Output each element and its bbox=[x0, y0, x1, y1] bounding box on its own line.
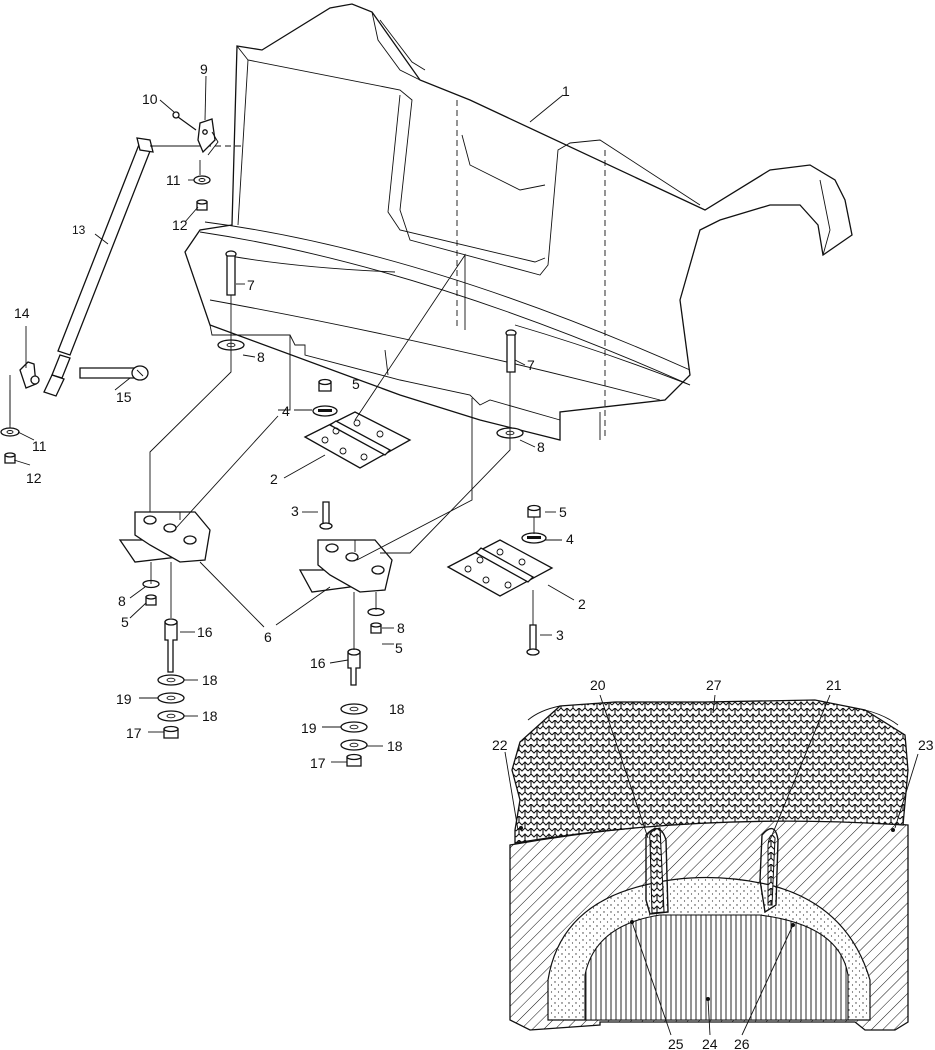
base-bracket-6-middle bbox=[298, 539, 393, 593]
callout-23: 23 bbox=[918, 737, 934, 753]
screw-10 bbox=[172, 111, 197, 131]
callout-12-top: 12 bbox=[172, 217, 188, 233]
bracket-14 bbox=[9, 361, 40, 425]
callout-18-middle-a: 18 bbox=[389, 701, 405, 717]
base-bracket-6-left bbox=[118, 511, 211, 563]
callout-24: 24 bbox=[702, 1036, 718, 1050]
callout-10: 10 bbox=[142, 91, 158, 107]
washers-18-19-middle bbox=[340, 703, 368, 751]
callout-leaders bbox=[13, 75, 575, 763]
callout-3-right: 3 bbox=[556, 627, 564, 643]
bolt-7-left bbox=[225, 250, 237, 296]
callout-8-upper-left: 8 bbox=[257, 349, 265, 365]
callout-7-left: 7 bbox=[247, 277, 255, 293]
stud-16-left bbox=[164, 618, 178, 673]
callout-7-right: 7 bbox=[527, 357, 535, 373]
callout-5-middle-low: 5 bbox=[395, 640, 403, 656]
callout-19-left: 19 bbox=[116, 691, 132, 707]
stud-16-middle bbox=[347, 648, 361, 686]
callout-20: 20 bbox=[590, 677, 606, 693]
callout-12-left: 12 bbox=[26, 470, 42, 486]
callout-18-middle-b: 18 bbox=[387, 738, 403, 754]
callout-5-right: 5 bbox=[559, 504, 567, 520]
callout-22: 22 bbox=[492, 737, 508, 753]
nut-12-top bbox=[196, 199, 208, 211]
callout-2-upper: 2 bbox=[270, 471, 278, 487]
bolt-3-middle bbox=[319, 501, 333, 530]
callout-18-left-a: 18 bbox=[202, 672, 218, 688]
bolt-7-right bbox=[505, 329, 517, 373]
nut-5-left-low bbox=[145, 594, 157, 606]
callout-18-left-b: 18 bbox=[202, 708, 218, 724]
callout-26: 26 bbox=[734, 1036, 750, 1050]
washer-4-upper bbox=[312, 405, 338, 417]
callout-8-upper-right: 8 bbox=[537, 439, 545, 455]
callout-14: 14 bbox=[14, 305, 30, 321]
seat-shell bbox=[184, 3, 853, 441]
callout-25: 25 bbox=[668, 1036, 684, 1050]
callout-15: 15 bbox=[116, 389, 132, 405]
callout-8-middle-low: 8 bbox=[397, 620, 405, 636]
bolt-15 bbox=[79, 365, 149, 381]
callout-27: 27 bbox=[706, 677, 722, 693]
callout-11-left: 11 bbox=[32, 438, 47, 454]
callout-17-left: 17 bbox=[126, 725, 142, 741]
callout-21: 21 bbox=[826, 677, 842, 693]
callout-6: 6 bbox=[264, 629, 272, 645]
seat-cross-section bbox=[504, 694, 919, 1036]
washer-11-left bbox=[0, 427, 20, 437]
callout-5-left-low: 5 bbox=[121, 614, 129, 630]
callout-17-middle: 17 bbox=[310, 755, 326, 771]
callout-1: 1 bbox=[562, 83, 570, 99]
nut-5-upper bbox=[318, 378, 332, 392]
bolt-3-right bbox=[526, 624, 540, 656]
callout-3-middle: 3 bbox=[291, 503, 299, 519]
nut-17-middle bbox=[346, 753, 362, 767]
bracket-9 bbox=[197, 118, 219, 156]
callout-11-top: 11 bbox=[166, 172, 181, 188]
callout-5-upper: 5 bbox=[352, 376, 360, 392]
callout-19-middle: 19 bbox=[301, 720, 317, 736]
nut-12-left bbox=[4, 452, 16, 464]
nut-5-right bbox=[527, 504, 541, 518]
nut-17-left bbox=[163, 725, 179, 739]
callout-16-middle: 16 bbox=[310, 655, 326, 671]
callout-4-right: 4 bbox=[566, 531, 574, 547]
gas-strut-13 bbox=[43, 137, 200, 397]
callout-13: 13 bbox=[72, 223, 86, 237]
washers-18-19-left bbox=[157, 674, 185, 722]
washer-11-top bbox=[193, 175, 211, 185]
washer-4-right bbox=[521, 532, 547, 544]
nut-5-middle-low bbox=[370, 622, 382, 634]
hinge-2-upper bbox=[303, 411, 412, 469]
callout-4-upper: 4 bbox=[282, 403, 290, 419]
assembly-lines bbox=[9, 160, 535, 650]
callout-8-left-low: 8 bbox=[118, 593, 126, 609]
callout-labels: 1 9 10 11 12 13 14 15 7 7 8 8 5 4 2 11 1… bbox=[14, 61, 934, 1050]
callout-9: 9 bbox=[200, 61, 208, 77]
callout-16-left: 16 bbox=[197, 624, 213, 640]
callout-2-right: 2 bbox=[578, 596, 586, 612]
hinge-2-right bbox=[446, 539, 554, 597]
